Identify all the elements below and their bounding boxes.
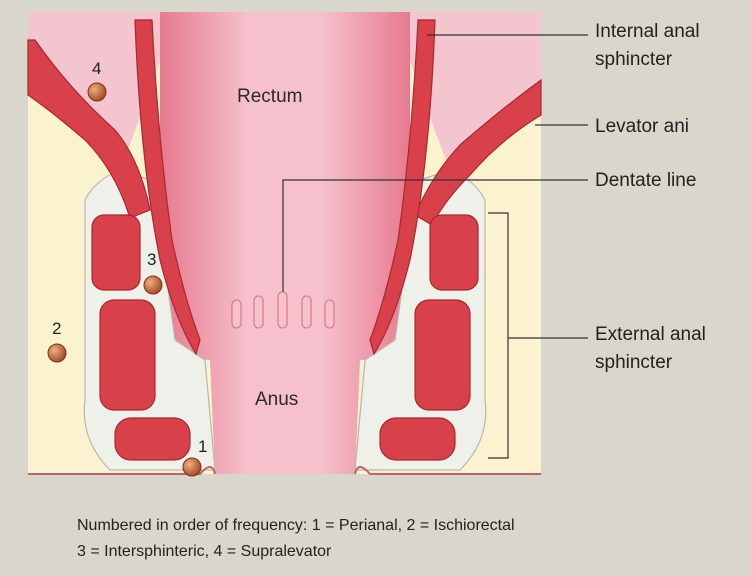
rectum-label: Rectum: [237, 86, 302, 107]
abscess-marker-2: [48, 344, 66, 362]
abscess-number-3: 3: [147, 250, 156, 269]
label-levator-ani: Levator ani: [595, 116, 689, 137]
abscess-marker-1: [183, 458, 201, 476]
label-internal-sphincter-1: Internal anal: [595, 21, 700, 42]
abscess-marker-4: [88, 83, 106, 101]
external-sphincter-subcutaneous-right: [380, 418, 455, 460]
caption-line-1: Numbered in order of frequency: 1 = Peri…: [77, 517, 515, 534]
caption-line-2: 3 = Intersphinteric, 4 = Supralevator: [77, 543, 332, 560]
abscess-number-2: 2: [52, 319, 61, 338]
external-sphincter-superficial-left: [100, 300, 155, 410]
abscess-marker-3: [144, 276, 162, 294]
abscess-number-1: 1: [198, 437, 207, 456]
external-sphincter-deep-right: [430, 215, 478, 290]
external-sphincter-deep-left: [92, 215, 140, 290]
label-external-sphincter-2: sphincter: [595, 352, 673, 373]
label-dentate-line: Dentate line: [595, 170, 696, 191]
label-internal-sphincter-2: sphincter: [595, 49, 673, 70]
label-external-sphincter-1: External anal: [595, 324, 706, 345]
anus-label: Anus: [255, 389, 298, 410]
external-sphincter-subcutaneous-left: [115, 418, 190, 460]
abscess-number-4: 4: [92, 59, 101, 78]
external-sphincter-superficial-right: [415, 300, 470, 410]
